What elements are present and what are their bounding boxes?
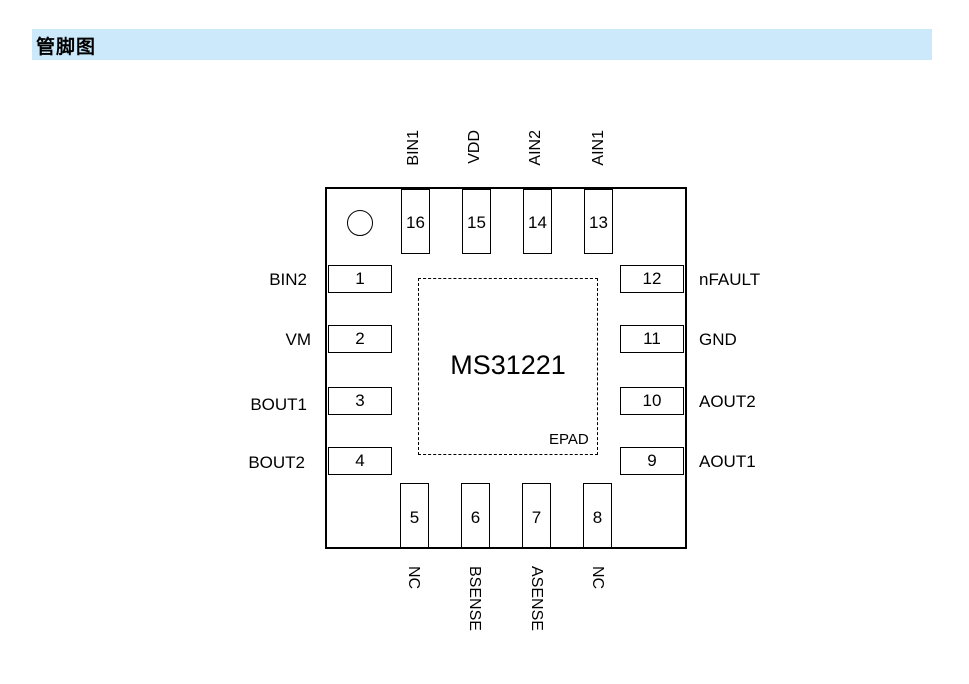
pin-label-15: VDD xyxy=(466,130,483,164)
pin-label-14: AIN2 xyxy=(527,130,544,166)
pin-pad-7: 7 xyxy=(522,483,551,548)
chip-package-outline xyxy=(325,187,687,549)
pin-pad-14: 14 xyxy=(523,189,552,254)
pin-pad-13: 13 xyxy=(584,189,613,254)
pin-pad-16: 16 xyxy=(401,189,430,254)
pin-label-8: NC xyxy=(589,566,606,590)
pin-label-11: GND xyxy=(699,330,737,349)
pin-pad-4: 4 xyxy=(328,447,392,475)
pin-label-13: AIN1 xyxy=(590,130,607,166)
pin-pad-2: 2 xyxy=(328,325,392,353)
exposed-pad-outline xyxy=(418,278,598,455)
pin-pad-8: 8 xyxy=(583,483,612,548)
section-heading: 管脚图 xyxy=(36,36,97,58)
part-number: MS31221 xyxy=(450,350,566,380)
pin-label-7: ASENSE xyxy=(528,566,545,631)
pin-label-9: AOUT1 xyxy=(699,452,756,471)
pin-pad-9: 9 xyxy=(620,447,684,475)
pin1-indicator-icon xyxy=(347,210,373,236)
pin-label-6: BSENSE xyxy=(466,566,483,631)
pin-label-5: NC xyxy=(405,566,422,590)
pin-label-16: BIN1 xyxy=(405,130,422,166)
section-heading-bar: 管脚图 xyxy=(32,29,932,60)
pin-label-2: VM xyxy=(285,330,312,349)
pin-pad-5: 5 xyxy=(400,483,429,548)
pin-label-10: AOUT2 xyxy=(699,392,756,411)
pin-label-12: nFAULT xyxy=(699,270,761,289)
pin-pad-15: 15 xyxy=(462,189,491,254)
pin-label-3: BOUT1 xyxy=(250,395,307,414)
pin-pad-1: 1 xyxy=(328,265,392,293)
pin-pad-10: 10 xyxy=(620,387,684,415)
pin-pad-12: 12 xyxy=(620,265,684,293)
pin-label-4: BOUT2 xyxy=(248,453,305,472)
pin-pad-11: 11 xyxy=(620,325,684,353)
epad-label: EPAD xyxy=(549,431,589,448)
pin-pad-6: 6 xyxy=(461,483,490,548)
pin-label-1: BIN2 xyxy=(269,270,307,289)
pin-pad-3: 3 xyxy=(328,387,392,415)
